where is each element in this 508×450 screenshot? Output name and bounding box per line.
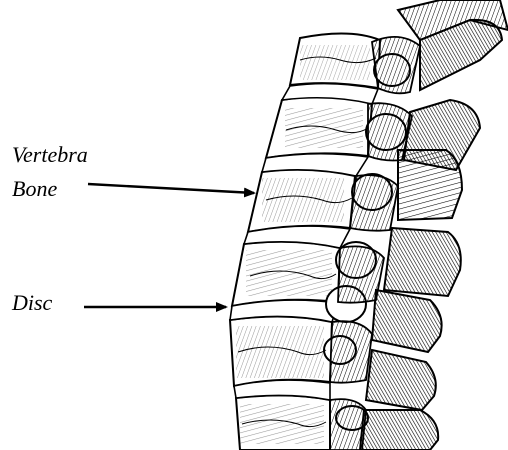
bone-label: Bone <box>12 175 57 203</box>
vertebra-label: Vertebra <box>12 141 88 169</box>
vertebra-arrow <box>88 184 254 193</box>
disc-label: Disc <box>12 289 52 317</box>
